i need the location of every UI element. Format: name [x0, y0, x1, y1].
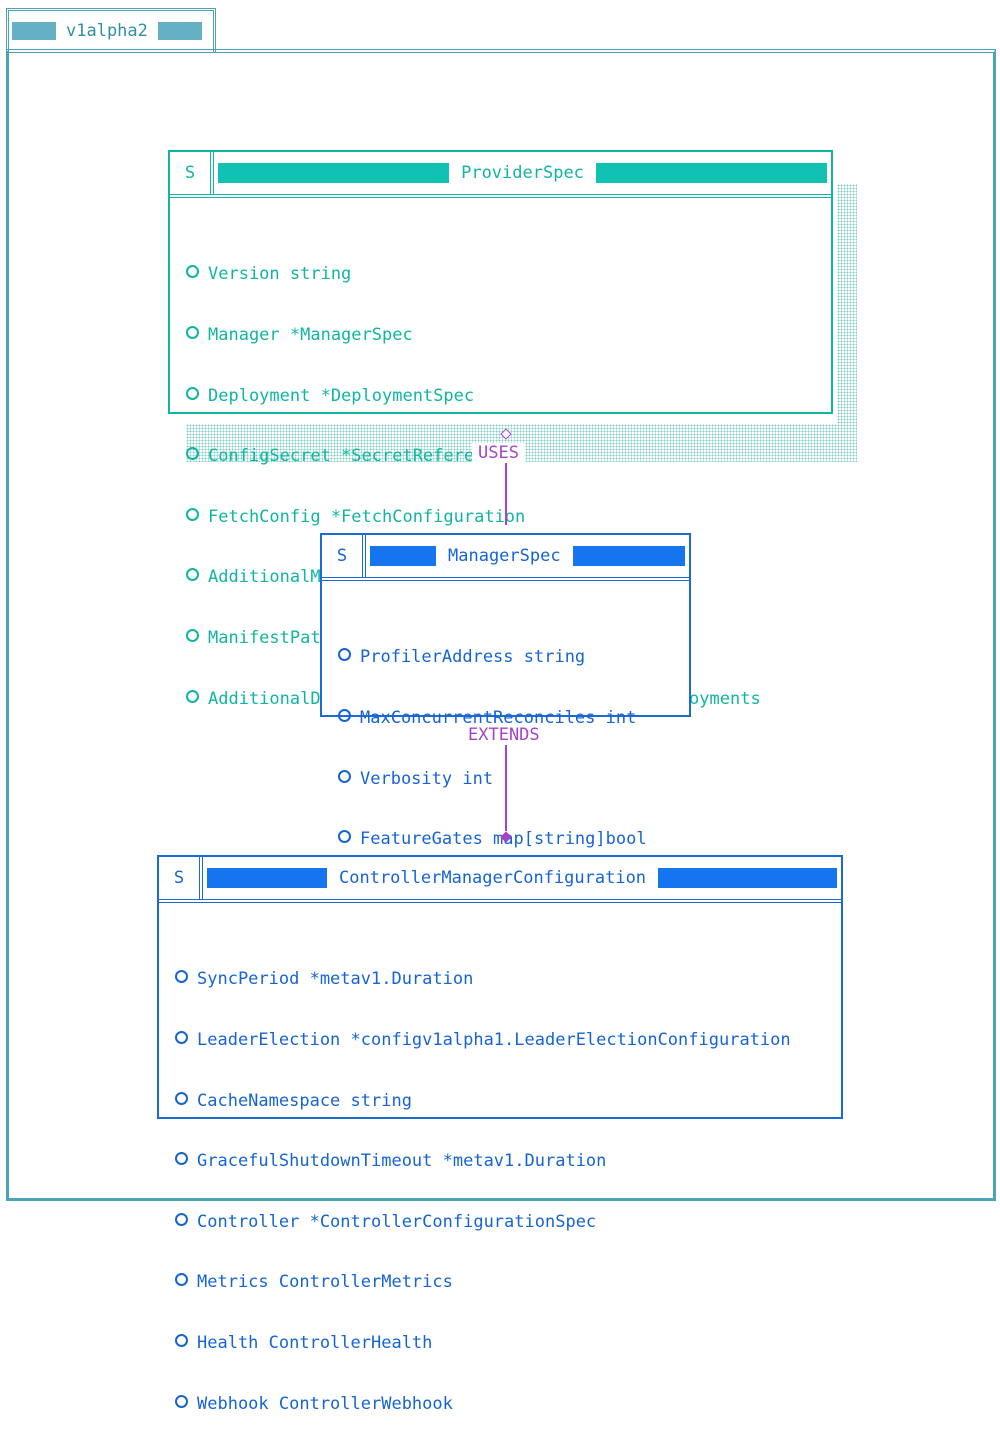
struct-manager-spec[interactable]: S ManagerSpec ProfilerAddress string Max…: [320, 533, 691, 849]
struct-name: ProviderSpec: [461, 163, 584, 183]
field-list: SyncPeriod *metav1.Duration LeaderElecti…: [159, 903, 841, 1454]
struct-header: S ProviderSpec: [170, 152, 831, 198]
relation-uses-line: [505, 463, 507, 525]
name-fill-right: [595, 163, 828, 183]
struct-name: ControllerManagerConfiguration: [339, 868, 647, 888]
relation-extends-label: EXTENDS: [462, 725, 546, 745]
struct-name-cell: ProviderSpec: [214, 152, 831, 194]
field-item: FetchConfig *FetchConfiguration: [186, 507, 831, 527]
name-fill-right: [658, 868, 837, 888]
field-item: Manager *ManagerSpec: [186, 325, 831, 345]
struct-name-cell: ManagerSpec: [366, 535, 689, 577]
field-item: CacheNamespace string: [175, 1091, 841, 1111]
package-title: v1alpha2: [12, 21, 208, 41]
struct-header: S ManagerSpec: [322, 535, 689, 581]
title-bar-right: [157, 22, 202, 40]
relation-uses-label: USES: [472, 443, 525, 463]
name-fill-left: [370, 546, 436, 566]
field-item: SyncPeriod *metav1.Duration: [175, 969, 841, 989]
struct-badge: S: [322, 535, 366, 577]
field-item: ConfigSecret *SecretReference: [186, 446, 831, 466]
struct-name: ManagerSpec: [448, 546, 561, 566]
field-item: GracefulShutdownTimeout *metav1.Duration: [175, 1151, 841, 1171]
field-item: FeatureGates map[string]bool: [338, 829, 689, 849]
field-item: LeaderElection *configv1alpha1.LeaderEle…: [175, 1030, 841, 1050]
package-name: v1alpha2: [66, 21, 148, 41]
struct-controller-manager-configuration[interactable]: S ControllerManagerConfiguration SyncPer…: [157, 855, 843, 1414]
struct-header: S ControllerManagerConfiguration: [159, 857, 841, 903]
field-item: Health ControllerHealth: [175, 1333, 841, 1353]
field-list: ProfilerAddress string MaxConcurrentReco…: [322, 581, 689, 890]
field-item: Controller *ControllerConfigurationSpec: [175, 1212, 841, 1232]
relation-extends-line: [505, 745, 507, 831]
provider-spec-shadow-right: [837, 184, 857, 462]
name-fill-left: [207, 868, 327, 888]
name-fill-left: [218, 163, 450, 183]
struct-badge: S: [170, 152, 214, 194]
field-item: Metrics ControllerMetrics: [175, 1272, 841, 1292]
title-bar-left: [12, 22, 56, 40]
struct-provider-spec[interactable]: S ProviderSpec Version string Manager *M…: [168, 150, 833, 709]
package-frame: [6, 49, 996, 1201]
field-item: Verbosity int: [338, 769, 689, 789]
field-item: Webhook ControllerWebhook: [175, 1394, 841, 1414]
field-item: MaxConcurrentReconciles int: [338, 708, 689, 728]
field-item: Version string: [186, 264, 831, 284]
struct-badge: S: [159, 857, 203, 899]
name-fill-right: [572, 546, 685, 566]
field-item: ProfilerAddress string: [338, 647, 689, 667]
struct-name-cell: ControllerManagerConfiguration: [203, 857, 841, 899]
field-item: Deployment *DeploymentSpec: [186, 386, 831, 406]
